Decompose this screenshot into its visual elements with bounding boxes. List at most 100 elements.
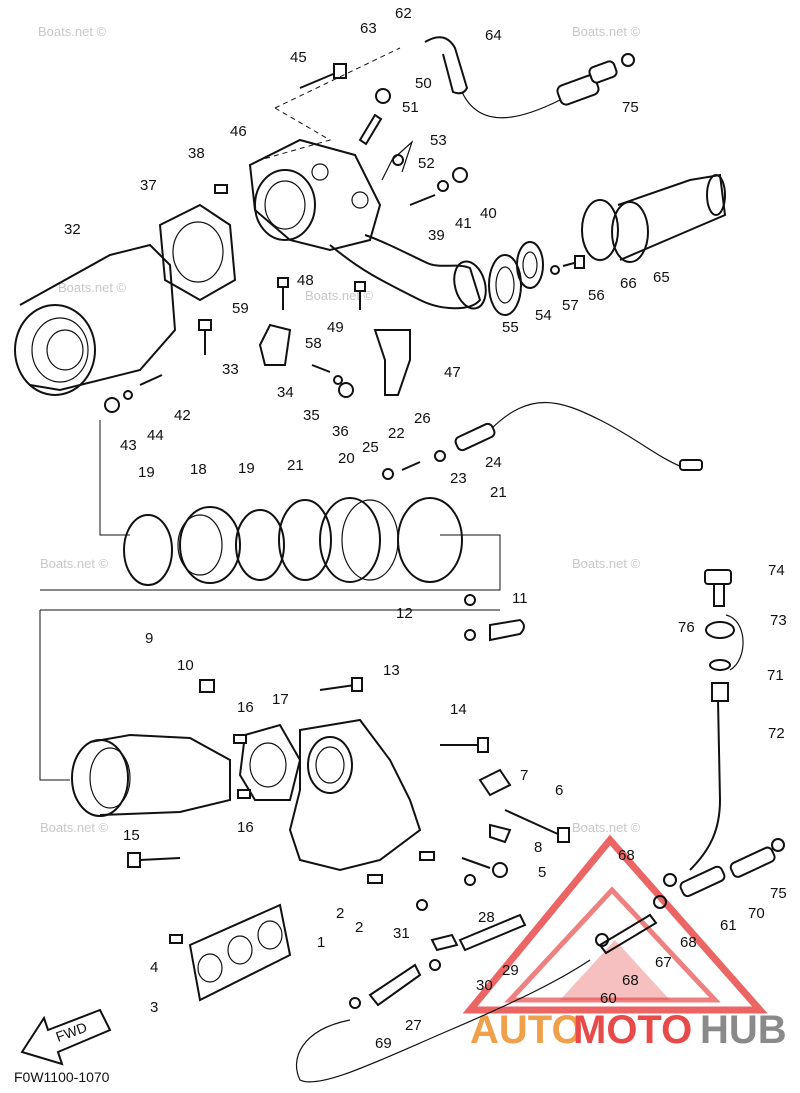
hose-24	[454, 422, 496, 452]
callout-12: 12	[396, 605, 413, 622]
logo-hub-text: HUB	[700, 1008, 787, 1052]
callout-46: 46	[230, 123, 247, 140]
callout-29: 29	[502, 962, 519, 979]
callout-57: 57	[562, 297, 579, 314]
fitting-50	[375, 88, 391, 104]
clamp-75	[621, 53, 635, 67]
callout-3: 3	[150, 999, 158, 1016]
callout-70: 70	[748, 905, 765, 922]
hose-20	[319, 497, 381, 583]
fitting-27	[368, 963, 422, 1007]
fitting-71	[711, 682, 729, 702]
fitting-67	[598, 913, 658, 955]
callout-14: 14	[450, 701, 467, 718]
automotohub-logo: AUTO MOTO HUB	[462, 834, 787, 1052]
callout-63: 63	[360, 20, 377, 37]
upper-assembly	[14, 36, 727, 536]
callout-22: 22	[388, 425, 405, 442]
callout-8: 8	[534, 839, 542, 856]
gasket-55	[488, 254, 522, 316]
callout-16b: 16	[237, 819, 254, 836]
callout-37: 37	[140, 177, 157, 194]
callout-42: 42	[174, 407, 191, 424]
exhaust-pipe-9	[89, 733, 231, 816]
outlet-65	[617, 173, 727, 261]
hose-70	[729, 846, 776, 878]
callout-36: 36	[332, 423, 349, 440]
callout-6: 6	[555, 782, 563, 799]
callout-56: 56	[588, 287, 605, 304]
bracket-58	[258, 323, 292, 366]
callout-58: 58	[305, 335, 322, 352]
callout-35: 35	[303, 407, 320, 424]
callout-40: 40	[480, 205, 497, 222]
callout-10: 10	[177, 657, 194, 674]
callout-38: 38	[188, 145, 205, 162]
callout-24: 24	[485, 454, 502, 471]
callout-16: 16	[237, 699, 254, 716]
callout-25: 25	[362, 439, 379, 456]
callout-30: 30	[476, 977, 493, 994]
clamp-66	[581, 199, 619, 261]
callout-72: 72	[768, 725, 785, 742]
callout-41: 41	[455, 215, 472, 232]
callout-51: 51	[402, 99, 419, 116]
clamp-19b	[235, 509, 285, 581]
callout-19b: 19	[238, 460, 255, 477]
callout-76: 76	[678, 619, 695, 636]
callout-59: 59	[232, 300, 249, 317]
logo-moto-text: MOTO	[573, 1008, 692, 1052]
callout-2b: 2	[355, 919, 363, 936]
clamp-21	[278, 499, 332, 581]
callout-15: 15	[123, 827, 140, 844]
callout-60: 60	[600, 990, 617, 1007]
callout-31: 31	[393, 925, 410, 942]
callout-52: 52	[418, 155, 435, 172]
fitting-76	[705, 621, 735, 639]
hose-18	[179, 506, 241, 584]
callout-21: 21	[287, 457, 304, 474]
exhaust-manifold	[288, 718, 422, 872]
callout-5: 5	[538, 864, 546, 881]
watermark-text: Boats.net ©	[38, 24, 107, 39]
hose-29	[458, 913, 527, 952]
hose-61	[679, 865, 726, 898]
callout-21b: 21	[490, 484, 507, 501]
bolt-45	[333, 63, 347, 79]
callout-11: 11	[512, 590, 528, 607]
callout-26: 26	[414, 410, 431, 427]
callout-50: 50	[415, 75, 432, 92]
callout-55: 55	[502, 319, 519, 336]
callout-61: 61	[720, 917, 737, 934]
watermark-text: Boats.net ©	[40, 556, 109, 571]
watermark-text: Boats.net ©	[40, 820, 109, 835]
callout-75: 75	[622, 99, 639, 116]
watermarks: Boats.net © Boats.net © Boats.net © Boat…	[38, 24, 641, 835]
lower-assembly	[39, 569, 785, 1083]
callout-1: 1	[317, 934, 325, 951]
callout-2: 2	[336, 905, 344, 922]
callout-28: 28	[478, 909, 495, 926]
callout-4: 4	[150, 959, 158, 976]
callout-67: 67	[655, 954, 672, 971]
gasket-54	[516, 241, 544, 289]
callout-62: 62	[395, 5, 412, 22]
fitting-51	[358, 113, 383, 146]
callout-44: 44	[147, 427, 164, 444]
watermark-text: Boats.net ©	[58, 280, 127, 295]
cap-74	[704, 569, 732, 585]
callout-49: 49	[327, 319, 344, 336]
callout-54: 54	[535, 307, 552, 324]
muffler-32	[19, 243, 177, 392]
pipe-11	[489, 618, 525, 642]
callout-23: 23	[450, 470, 467, 487]
callout-74: 74	[768, 562, 785, 579]
callout-65: 65	[653, 269, 670, 286]
diagram-code: F0W1100-1070	[14, 1069, 110, 1085]
callout-48: 48	[297, 272, 314, 289]
watermark-text: Boats.net ©	[572, 556, 641, 571]
callout-66: 66	[620, 275, 637, 292]
callout-18: 18	[190, 461, 207, 478]
callout-7: 7	[520, 767, 528, 784]
